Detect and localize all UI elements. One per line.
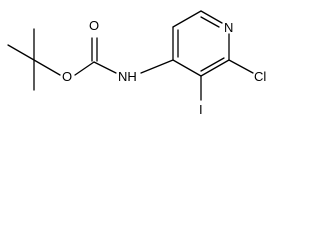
- bond-tbu-methyl-left: [7, 44, 35, 61]
- molecule-structure: O O NH N Cl I: [7, 10, 266, 117]
- bond-tbu-to-o-ether: [33, 59, 61, 76]
- atom-n-ring: N: [224, 20, 233, 35]
- bonds: [7, 10, 254, 101]
- bond-ring-c2-c3: [200, 59, 230, 77]
- bond-ring-c6-n: [200, 10, 223, 24]
- atom-o-carbonyl: O: [89, 18, 99, 33]
- atom-labels: O O NH N Cl I: [62, 18, 266, 117]
- bond-ring-c5-c6: [172, 10, 202, 28]
- atom-iodine: I: [199, 102, 203, 117]
- atom-o-ether: O: [62, 69, 72, 84]
- bond-nh-to-ring: [140, 59, 174, 74]
- bond-o-ether-to-carbonyl-c: [74, 61, 95, 76]
- bond-ring-c3-c4: [172, 59, 202, 77]
- atom-cl: Cl: [254, 69, 266, 84]
- bond-ring-c2-c3-inner: [200, 57, 225, 72]
- atom-nh: NH: [118, 69, 137, 84]
- bond-c2-to-cl: [228, 59, 254, 74]
- bond-ring-c6-n-inner: [200, 16, 220, 28]
- bond-carbonyl-c-to-nh: [93, 61, 117, 74]
